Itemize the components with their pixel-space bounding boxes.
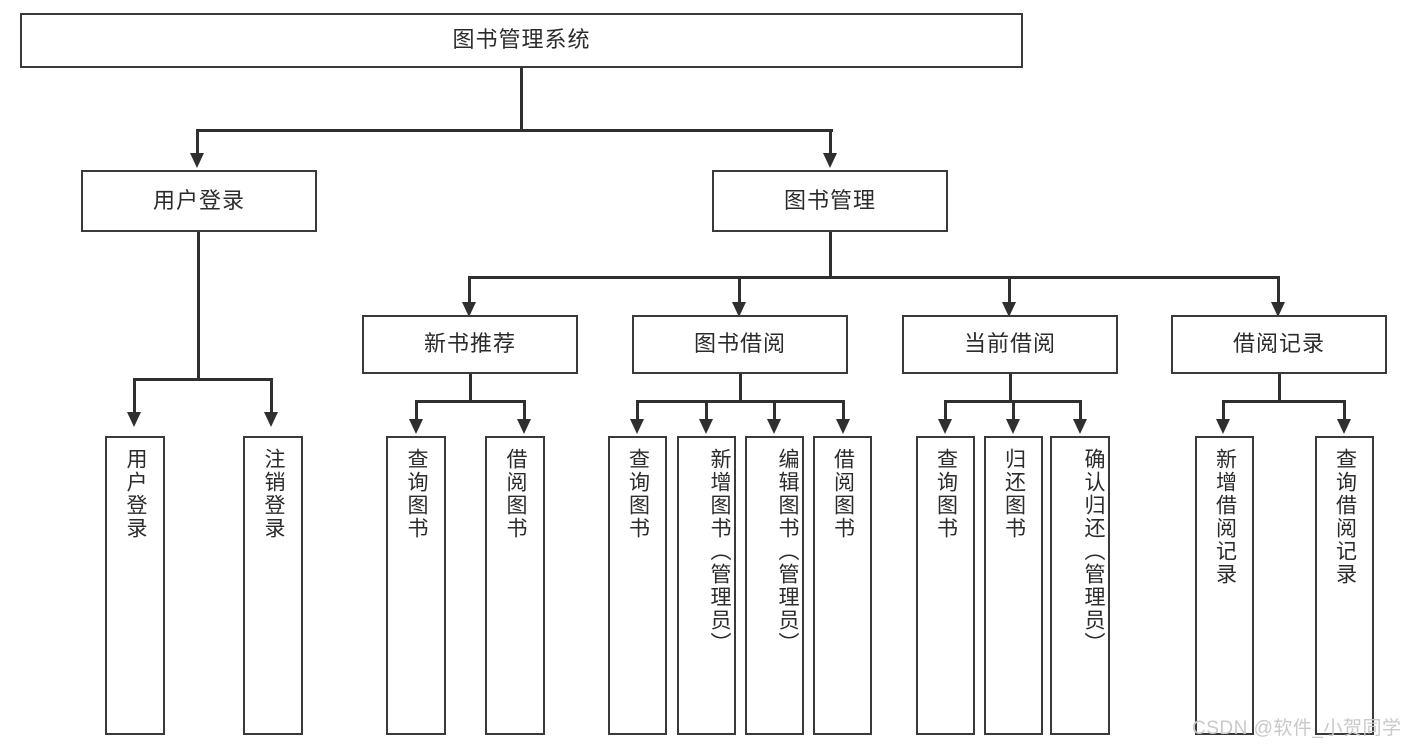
edge-current-borrowing-stem [1009, 374, 1012, 402]
node-new-book-recommendation[interactable]: 新书推荐 [362, 315, 578, 374]
edge-book-management-stem [829, 232, 832, 278]
edge-borrowing-records-leaf2 [1343, 400, 1346, 421]
leaf-label: 查询借阅记录 [1333, 448, 1357, 586]
edge-borrowing-records-stem [1278, 374, 1281, 402]
edge-new-book-leaf1 [415, 400, 418, 421]
leaf-logout[interactable]: 注销登录 [243, 436, 303, 735]
arrow-down-icon [1073, 419, 1087, 434]
leaf-label: 归还图书 [1002, 448, 1026, 540]
arrow-down-icon [462, 302, 476, 317]
edge-to-user-login [196, 129, 199, 155]
arrow-down-icon [938, 419, 952, 434]
edge-current-borrowing-leaf3 [1079, 400, 1082, 421]
node-label: 图书管理系统 [452, 27, 591, 53]
leaf-label: 编辑图书（管理员） [776, 448, 799, 655]
leaf-query-borrowing-record[interactable]: 查询借阅记录 [1315, 436, 1374, 735]
node-current-borrowing[interactable]: 当前借阅 [902, 315, 1118, 374]
edge-book-borrowing-leaf4 [842, 400, 845, 421]
node-label: 当前借阅 [963, 331, 1056, 357]
leaf-return-book[interactable]: 归还图书 [984, 436, 1043, 735]
leaf-add-book-admin[interactable]: 新增图书（管理员） [677, 436, 736, 735]
leaf-label: 新增图书（管理员） [708, 448, 731, 655]
leaf-label: 确认归还（管理员） [1082, 448, 1105, 655]
leaf-confirm-return-admin[interactable]: 确认归还（管理员） [1050, 436, 1110, 735]
leaf-borrow-book-borrowing[interactable]: 借阅图书 [813, 436, 872, 735]
arrow-down-icon [630, 419, 644, 434]
edge-to-current-borrowing [1008, 276, 1011, 304]
arrow-down-icon [732, 302, 746, 317]
leaf-label: 借阅图书 [831, 448, 855, 540]
node-label: 图书借阅 [693, 331, 786, 357]
arrow-down-icon [190, 153, 204, 168]
leaf-query-book-borrowing[interactable]: 查询图书 [608, 436, 667, 735]
node-book-management[interactable]: 图书管理 [712, 170, 948, 232]
arrow-down-icon [517, 419, 531, 434]
edge-user-login-stem [197, 232, 200, 380]
leaf-label: 查询图书 [934, 448, 958, 540]
arrow-down-icon [836, 419, 850, 434]
node-borrowing-records[interactable]: 借阅记录 [1171, 315, 1387, 374]
arrow-down-icon [823, 153, 837, 168]
edge-borrowing-records-leaf1 [1222, 400, 1225, 421]
edge-new-book-bus [415, 400, 525, 403]
edge-book-borrowing-leaf3 [773, 400, 776, 421]
arrow-down-icon [1002, 302, 1016, 317]
edge-user-login-leaf1 [133, 378, 136, 414]
leaf-label: 查询图书 [405, 448, 428, 540]
node-label: 借阅记录 [1232, 331, 1325, 357]
edge-book-borrowing-bus [636, 400, 844, 403]
node-book-borrowing[interactable]: 图书借阅 [632, 315, 848, 374]
arrow-down-icon [699, 419, 713, 434]
node-label: 图书管理 [783, 187, 876, 213]
edge-to-borrowing-records [1277, 276, 1280, 304]
edge-book-borrowing-leaf1 [636, 400, 639, 421]
leaf-label: 查询图书 [626, 448, 650, 540]
arrow-down-icon [767, 419, 781, 434]
leaf-borrow-book-recommend[interactable]: 借阅图书 [485, 436, 545, 735]
edge-current-borrowing-leaf2 [1012, 400, 1015, 421]
edge-root-stem [520, 68, 523, 131]
arrow-down-icon [1216, 419, 1230, 434]
node-root-library-management-system[interactable]: 图书管理系统 [20, 13, 1023, 68]
leaf-query-book-recommend[interactable]: 查询图书 [386, 436, 446, 735]
edge-book-borrowing-stem [739, 374, 742, 402]
leaf-query-book-current[interactable]: 查询图书 [916, 436, 975, 735]
arrow-down-icon [1006, 419, 1020, 434]
edge-current-borrowing-leaf1 [944, 400, 947, 421]
leaf-label: 注销登录 [262, 448, 285, 540]
leaf-edit-book-admin[interactable]: 编辑图书（管理员） [745, 436, 804, 735]
csdn-watermark: CSDN @软件_小贺同学 [1192, 718, 1402, 739]
edge-new-book-stem [469, 374, 472, 402]
arrow-down-icon [127, 412, 141, 427]
arrow-down-icon [1337, 419, 1351, 434]
edge-to-book-management [829, 129, 832, 155]
edge-borrowing-records-bus [1222, 400, 1345, 403]
edge-user-login-bus [133, 378, 270, 381]
edge-book-borrowing-leaf2 [705, 400, 708, 421]
edge-new-book-leaf2 [523, 400, 526, 421]
node-user-login[interactable]: 用户登录 [81, 170, 317, 232]
edge-to-book-borrowing [738, 276, 741, 304]
arrow-down-icon [1271, 302, 1285, 317]
node-label: 用户登录 [152, 187, 245, 213]
leaf-label: 新增借阅记录 [1213, 448, 1237, 586]
arrow-down-icon [264, 412, 278, 427]
leaf-user-login[interactable]: 用户登录 [105, 436, 165, 735]
edge-root-bus [196, 129, 833, 132]
edge-user-login-leaf2 [270, 378, 273, 414]
arrow-down-icon [409, 419, 423, 434]
leaf-add-borrowing-record[interactable]: 新增借阅记录 [1195, 436, 1254, 735]
edge-to-new-book-recommendation [468, 276, 471, 304]
leaf-label: 借阅图书 [504, 448, 527, 540]
edge-book-management-bus [468, 276, 1280, 279]
leaf-label: 用户登录 [124, 448, 147, 540]
node-label: 新书推荐 [423, 331, 516, 357]
